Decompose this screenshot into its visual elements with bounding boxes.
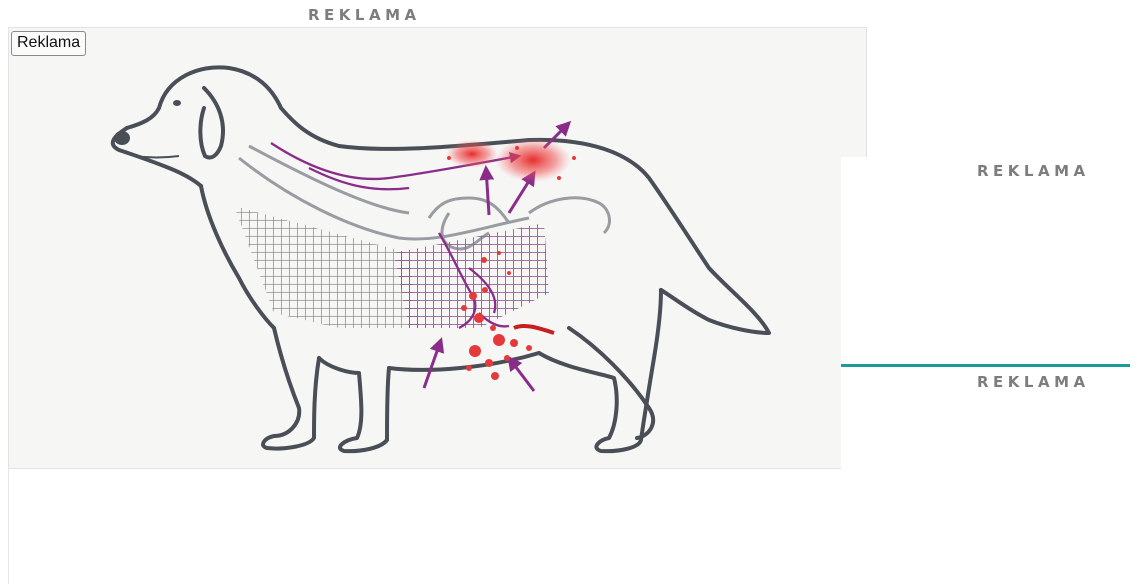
ad-frame-edge [8, 467, 9, 584]
ad-right-label-2: REKLAMA [977, 373, 1090, 391]
inflammation-spot-1 [446, 140, 498, 168]
ad-badge[interactable]: Reklama [11, 31, 86, 56]
inflammation-spot-2 [495, 138, 571, 182]
ad-right-label-1: REKLAMA [977, 162, 1090, 180]
dog-eye [173, 100, 181, 106]
dog-anatomy-illustration [9, 28, 866, 468]
gray-mesh-patch [234, 206, 419, 328]
dog-nose [114, 131, 130, 145]
ad-illustration-frame[interactable] [8, 27, 867, 469]
ad-top-label: REKLAMA [308, 6, 421, 24]
red-paw [514, 326, 554, 333]
right-column-mask [841, 157, 881, 477]
teal-divider [841, 364, 1130, 367]
